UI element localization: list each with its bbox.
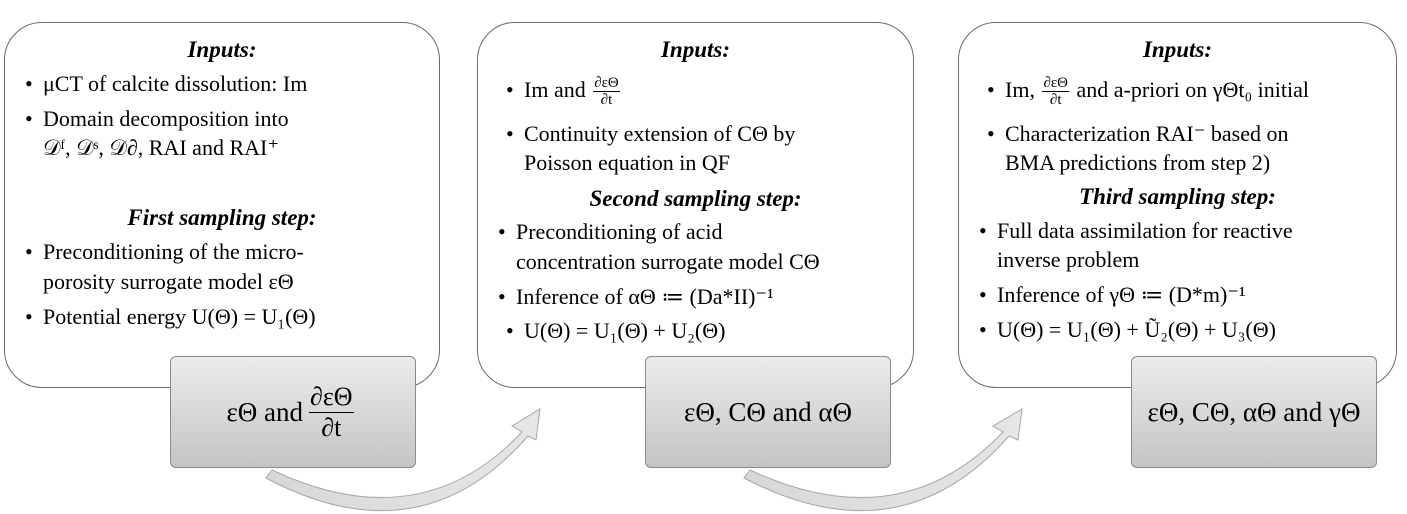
step2-item-precond: •Preconditioning of acid xyxy=(498,219,723,244)
step1-sampling-title: First sampling step: xyxy=(127,205,317,230)
step1-inputs-title: Inputs: xyxy=(187,37,257,62)
step2-item-im: •Im and ∂εΘ∂t xyxy=(506,75,620,109)
arrow-step1-to-step2 xyxy=(265,408,541,512)
step3-item-inference: •Inference of γΘ ≔ (D*m)⁻¹ xyxy=(979,282,1246,307)
step2-item-precond-cont: concentration surrogate model CΘ xyxy=(516,249,820,274)
step2-item-continuity-cont: Poisson equation in QF xyxy=(524,150,730,175)
step3-item-assimilation-cont: inverse problem xyxy=(997,247,1140,272)
step1-item-energy: •Potential energy U(Θ) = U₁(Θ) xyxy=(25,304,316,329)
step2-sampling-title: Second sampling step: xyxy=(589,186,802,211)
arrow-step2-to-step3 xyxy=(743,408,1023,512)
step3-item-energy: •U(Θ) = U₁(Θ) + Ũ₂(Θ) + U₃(Θ) xyxy=(979,317,1276,342)
step3-derivative: ∂εΘ∂t xyxy=(1042,75,1069,109)
step3-item-characterization: •Characterization RAI⁻ based on xyxy=(987,121,1289,146)
step1-item-precond-cont: porosity surrogate model εΘ xyxy=(43,269,294,294)
step3-panel: Inputs: •Im, ∂εΘ∂t and a-priori on γΘt₀ … xyxy=(958,22,1397,388)
step1-output-text: εΘ and xyxy=(226,396,304,427)
step2-output-text: εΘ, CΘ and αΘ xyxy=(684,396,852,427)
step1-output-box: εΘ and ∂εΘ∂t xyxy=(170,356,416,468)
step2-item-energy: •U(Θ) = U₁(Θ) + U₂(Θ) xyxy=(506,318,726,343)
step2-item-inference: •Inference of αΘ ≔ (Da*II)⁻¹ xyxy=(498,284,774,309)
step2-output-box: εΘ, CΘ and αΘ xyxy=(645,356,891,468)
step2-derivative: ∂εΘ∂t xyxy=(593,75,620,109)
step3-inputs-title: Inputs: xyxy=(1142,37,1213,62)
step3-output-text: εΘ, CΘ, αΘ and γΘ xyxy=(1147,396,1361,427)
step3-item-characterization-cont: BMA predictions from step 2) xyxy=(1005,150,1271,175)
step3-item-assimilation: •Full data assimilation for reactive xyxy=(979,218,1293,243)
step1-item-domain: •Domain decomposition into xyxy=(25,106,289,131)
step1-panel: Inputs: •μCT of calcite dissolution: Im … xyxy=(4,22,440,388)
step3-output-box: εΘ, CΘ, αΘ and γΘ xyxy=(1131,356,1377,468)
step1-output-derivative: ∂εΘ∂t xyxy=(309,381,354,442)
step1-item-domain-cont: 𝒟ᶠ, 𝒟ˢ, 𝒟∂, RAI and RAI⁺ xyxy=(43,135,279,160)
step2-panel: Inputs: •Im and ∂εΘ∂t •Continuity extens… xyxy=(477,22,914,388)
step3-item-im: •Im, ∂εΘ∂t and a-priori on γΘt₀ initial xyxy=(987,75,1309,109)
step1-item-mct: •μCT of calcite dissolution: Im xyxy=(25,71,308,96)
step2-inputs-title: Inputs: xyxy=(660,37,731,62)
step2-item-continuity: •Continuity extension of CΘ by xyxy=(506,121,796,146)
step1-item-precond: •Preconditioning of the micro- xyxy=(25,239,304,264)
step3-sampling-title: Third sampling step: xyxy=(1079,184,1276,209)
